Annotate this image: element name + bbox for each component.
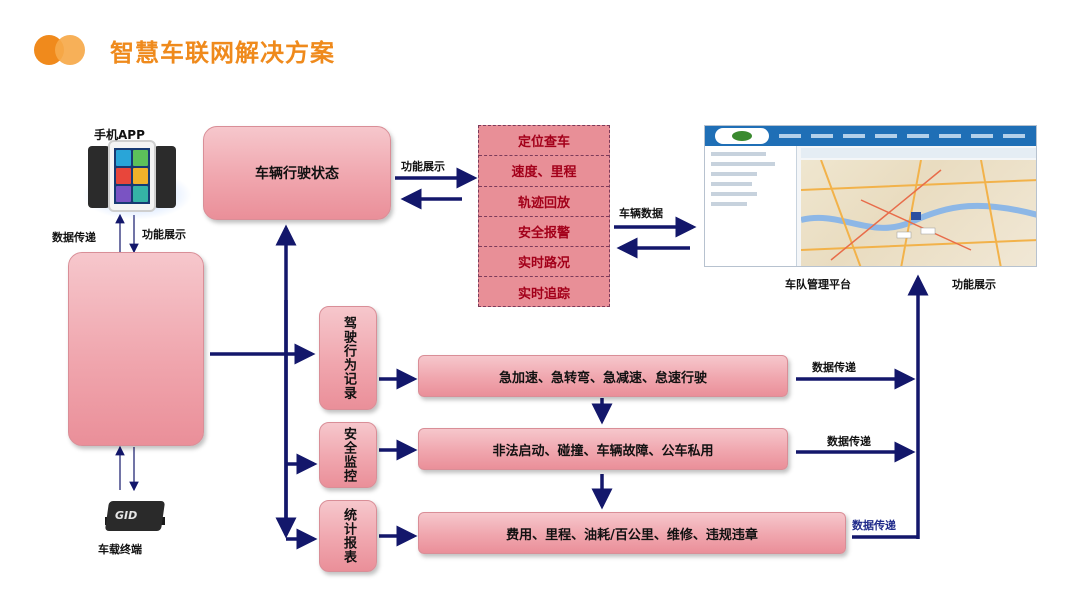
phone-app-label: 手机APP (94, 128, 145, 142)
menu-item-playback: 轨迹回放 (479, 187, 609, 217)
safety-monitor-box: 安全监控 (319, 422, 377, 488)
label-row2-data: 数据传递 (827, 435, 871, 448)
driving-behavior-label: 驾驶行为记录 (341, 316, 356, 400)
label-vehicle-data: 车辆数据 (619, 207, 663, 220)
terminal-brand: GID (115, 509, 138, 522)
menu-item-alarm: 安全报警 (479, 217, 609, 248)
terminal-label: 车载终端 (98, 543, 142, 556)
menu-item-speed: 速度、里程 (479, 156, 609, 187)
row-driving-text: 急加速、急转弯、急减速、怠速行驶 (498, 370, 707, 386)
menu-item-traffic: 实时路况 (479, 247, 609, 278)
row-statistics-content: 费用、里程、油耗/百公里、维修、违规违章 (418, 512, 846, 554)
functions-menu: 定位查车 速度、里程 轨迹回放 安全报警 实时路况 实时追踪 (478, 125, 610, 307)
logo-dot-right (55, 35, 85, 65)
central-block (68, 252, 204, 446)
statistics-report-box: 统计报表 (319, 500, 377, 572)
label-row1-data: 数据传递 (812, 361, 856, 374)
menu-item-locate: 定位查车 (479, 126, 609, 157)
vehicle-terminal-image: GID (103, 497, 167, 535)
phone-app-image (82, 140, 192, 220)
menu-item-tracking: 实时追踪 (517, 287, 570, 303)
vehicle-status-label: 车辆行驶状态 (255, 166, 339, 182)
row-safety-content: 非法启动、碰撞、车辆故障、公车私用 (418, 428, 788, 470)
platform-label: 车队管理平台 (785, 278, 851, 291)
label-row3-data: 数据传递 (852, 519, 896, 532)
row-driving-content: 急加速、急转弯、急减速、怠速行驶 (418, 355, 788, 397)
label-phone-data: 数据传递 (52, 231, 96, 244)
label-phone-display: 功能展示 (142, 228, 186, 241)
label-status-display: 功能展示 (401, 160, 445, 173)
driving-behavior-box: 驾驶行为记录 (319, 306, 377, 410)
vehicle-status-box: 车辆行驶状态 (203, 126, 391, 220)
statistics-report-label: 统计报表 (341, 508, 356, 564)
label-platform-display: 功能展示 (952, 278, 996, 291)
safety-monitor-label: 安全监控 (341, 427, 356, 483)
platform-screenshot (704, 125, 1037, 267)
row-safety-text: 非法启动、碰撞、车辆故障、公车私用 (492, 443, 714, 459)
page-title: 智慧车联网解决方案 (110, 39, 335, 67)
row-statistics-text: 费用、里程、油耗/百公里、维修、违规违章 (506, 527, 758, 543)
